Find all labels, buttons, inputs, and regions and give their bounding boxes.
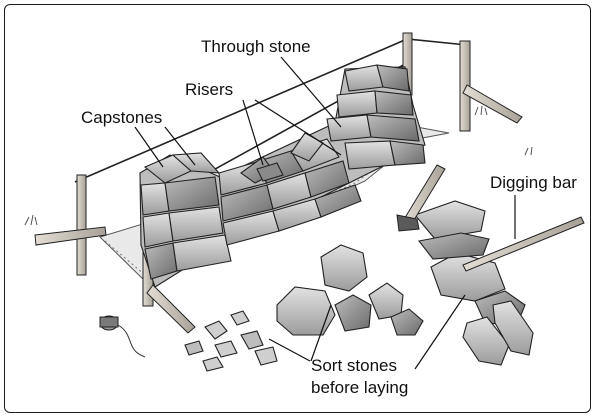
label-risers: Risers — [185, 80, 233, 99]
left-stake — [35, 175, 106, 275]
label-sort-stones-line2: before laying — [311, 378, 408, 397]
illustration-frame: Through stone Risers Capstones Digging b… — [4, 4, 591, 413]
back-stakes — [403, 33, 522, 131]
string-spool — [100, 316, 145, 357]
label-sort-stones-line1: Sort stones — [311, 356, 397, 375]
label-digging-bar: Digging bar — [490, 173, 577, 192]
label-capstones: Capstones — [81, 108, 162, 127]
label-through-stone: Through stone — [201, 37, 311, 56]
stone-wall-illustration: Through stone Risers Capstones Digging b… — [5, 5, 590, 412]
dry-stone-wall — [140, 65, 425, 287]
